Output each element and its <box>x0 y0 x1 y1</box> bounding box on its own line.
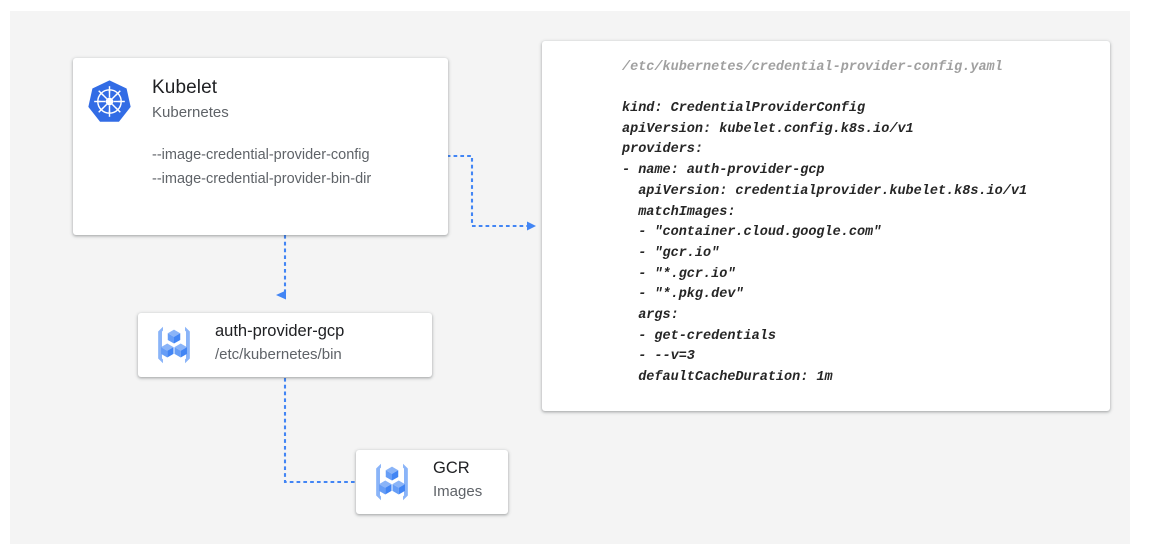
kubelet-flag-image-credential-provider-config: --image-credential-provider-config <box>152 147 370 163</box>
auth-provider-gcp-card[interactable]: auth-provider-gcp /etc/kubernetes/bin <box>138 313 432 377</box>
auth-provider-gcp-subtitle: /etc/kubernetes/bin <box>215 346 342 363</box>
container-registry-icon <box>158 326 190 364</box>
config-yaml-content: kind: CredentialProviderConfig apiVersio… <box>622 101 1028 386</box>
config-file-path: /etc/kubernetes/credential-provider-conf… <box>622 60 1003 75</box>
kubernetes-logo-icon <box>88 80 131 122</box>
container-registry-icon <box>376 463 408 501</box>
kubelet-flag-image-credential-provider-bin-dir: --image-credential-provider-bin-dir <box>152 171 372 187</box>
kubelet-title: Kubelet <box>152 77 218 98</box>
kubelet-card[interactable]: Kubelet Kubernetes --image-credential-pr… <box>73 58 448 235</box>
kubelet-subtitle: Kubernetes <box>152 104 229 121</box>
gcr-title: GCR <box>433 459 470 477</box>
auth-provider-gcp-title: auth-provider-gcp <box>215 322 345 340</box>
gcr-card[interactable]: GCR Images <box>356 450 508 514</box>
credential-provider-config-card[interactable]: /etc/kubernetes/credential-provider-conf… <box>542 41 1110 411</box>
gcr-subtitle: Images <box>433 483 483 500</box>
